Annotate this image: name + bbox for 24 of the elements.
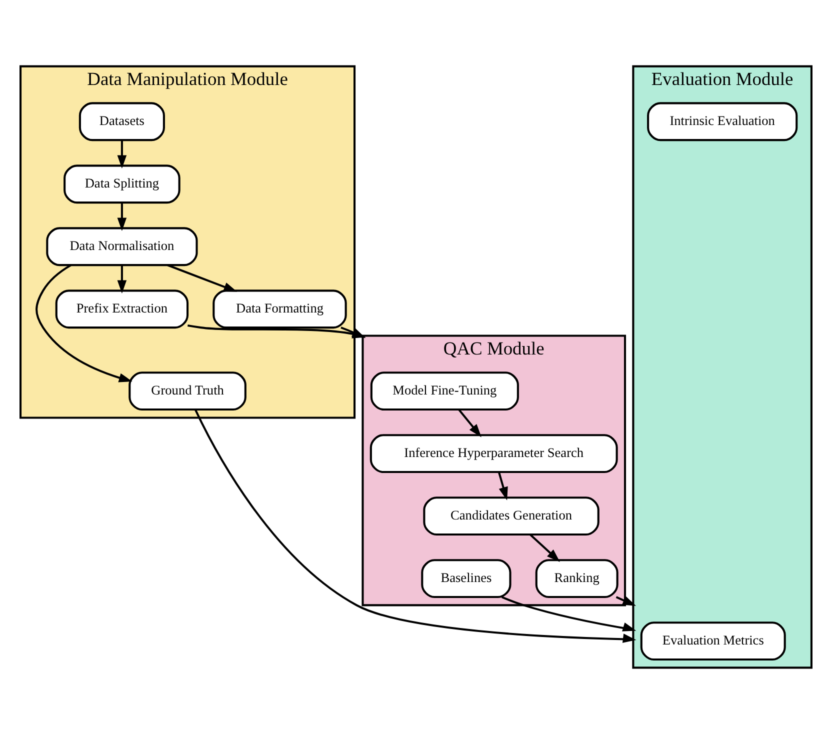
node-box: Evaluation Metrics: [640, 622, 786, 661]
node-box: Baselines: [421, 559, 512, 598]
arrow: [458, 408, 482, 438]
arrow: [498, 472, 508, 500]
node-box: Model Fine-Tuning: [370, 372, 519, 411]
node-box: Data Splitting: [64, 164, 180, 204]
arrow: [117, 202, 127, 232]
node-box: Datasets: [78, 102, 165, 142]
arrow: [117, 140, 127, 169]
arrow: [36, 264, 132, 382]
node-box: Ranking: [535, 559, 618, 598]
node-box: Intrinsic Evaluation: [647, 102, 798, 142]
arrow: [530, 534, 560, 562]
arrow: [167, 264, 238, 292]
arrow: [194, 409, 636, 643]
node-box: Data Normalisation: [46, 227, 198, 266]
node-box: Inference Hyperparameter Search: [370, 434, 618, 474]
node-box: Data Formatting: [212, 290, 347, 329]
node-box: Prefix Extraction: [55, 290, 189, 329]
arrow: [616, 596, 636, 606]
node-box: Ground Truth: [128, 372, 246, 411]
node-box: Candidates Generation: [423, 496, 600, 536]
arrow: [501, 596, 636, 632]
arrow: [117, 265, 127, 294]
